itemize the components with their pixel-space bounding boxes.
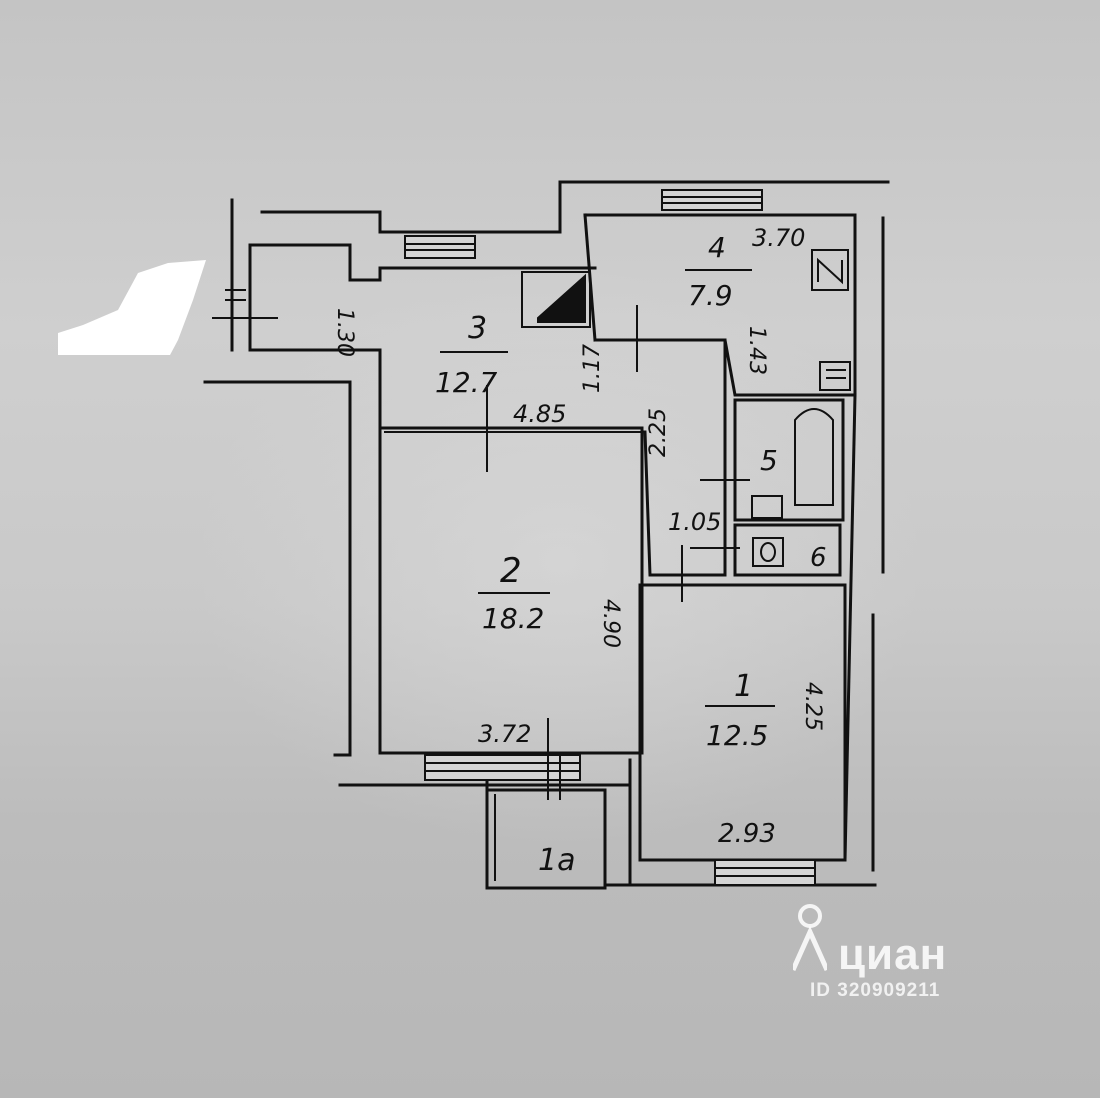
sink-fixture <box>819 361 851 391</box>
window <box>424 754 581 781</box>
window <box>404 235 476 259</box>
water-heater-mark <box>817 257 843 285</box>
washbasin-fixture <box>751 495 783 519</box>
room-wall <box>843 393 857 862</box>
wc-walls <box>733 523 842 577</box>
room-4-number: 4 <box>708 231 726 264</box>
room-6-number: 6 <box>810 543 827 573</box>
toilet-bowl <box>760 542 776 562</box>
stove-fixture <box>521 271 591 328</box>
redaction-shape <box>58 260 206 355</box>
room-1-number: 1 <box>734 669 753 704</box>
dimension-label: 1.05 <box>668 508 721 536</box>
room-1-area: 12.5 <box>706 719 768 752</box>
room-1a-number: 1a <box>538 843 575 878</box>
stove-fixture-shade <box>537 273 586 323</box>
room-2-number: 2 <box>500 551 522 591</box>
watermark-id: ID 320909211 <box>810 980 941 1001</box>
window <box>661 189 763 211</box>
corridor-wall <box>248 243 597 350</box>
bathroom-walls <box>733 398 845 522</box>
room-4-area: 7.9 <box>688 279 733 312</box>
dimension-label: 1.30 <box>332 308 357 357</box>
balcony-walls <box>485 758 607 890</box>
location-pin-icon <box>793 904 827 972</box>
room-2-walls <box>378 426 644 755</box>
room-5-number: 5 <box>760 444 778 477</box>
pin-head <box>798 904 822 928</box>
bathtub-fixture <box>794 408 834 506</box>
dimension-label: 1.17 <box>580 344 605 393</box>
redaction-mask <box>58 260 206 355</box>
pin-legs <box>793 925 827 972</box>
kitchen-wall <box>583 213 857 397</box>
room-2-area: 18.2 <box>482 602 544 635</box>
toilet-fixture <box>752 537 784 567</box>
room-1-walls <box>638 583 847 862</box>
watermark-brand: циан <box>838 930 948 979</box>
hall-wall <box>643 338 727 577</box>
dimension-label: 4.90 <box>598 599 623 648</box>
room-3-area: 12.7 <box>435 366 498 399</box>
window <box>714 859 816 886</box>
dimension-label: 3.70 <box>752 224 805 252</box>
water-heater-fixture <box>811 249 849 291</box>
dimension-label: 2.25 <box>646 408 671 457</box>
kitchen-wall <box>593 338 857 397</box>
dimension-label: 1.43 <box>744 326 769 375</box>
room-3-number: 3 <box>468 311 487 346</box>
dimension-label: 2.93 <box>718 819 776 849</box>
dimension-label: 3.72 <box>478 720 531 748</box>
outer-wall <box>203 380 352 757</box>
dimension-label: 4.25 <box>800 682 825 731</box>
dimension-label: 4.85 <box>513 400 566 428</box>
